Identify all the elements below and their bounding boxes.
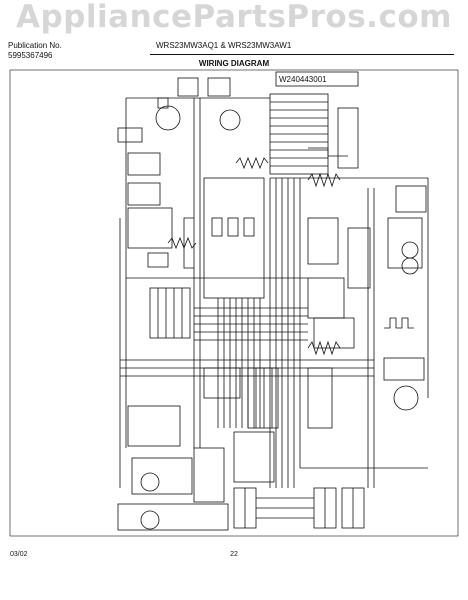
- header-rule: [150, 54, 454, 55]
- publication-number: 5995367496: [8, 51, 53, 60]
- wiring-diagram: W240443001: [9, 69, 459, 537]
- footer-date: 03/02: [10, 551, 28, 558]
- watermark-text: AppliancePartsPros.com: [16, 0, 452, 35]
- model-numbers: WRS23MW3AQ1 & WRS23MW3AW1: [156, 41, 292, 50]
- publication-label: Publication No.: [8, 41, 62, 50]
- section-title: WIRING DIAGRAM: [198, 59, 270, 68]
- page-number: 22: [230, 551, 238, 558]
- diagram-part-number: W240443001: [279, 75, 327, 84]
